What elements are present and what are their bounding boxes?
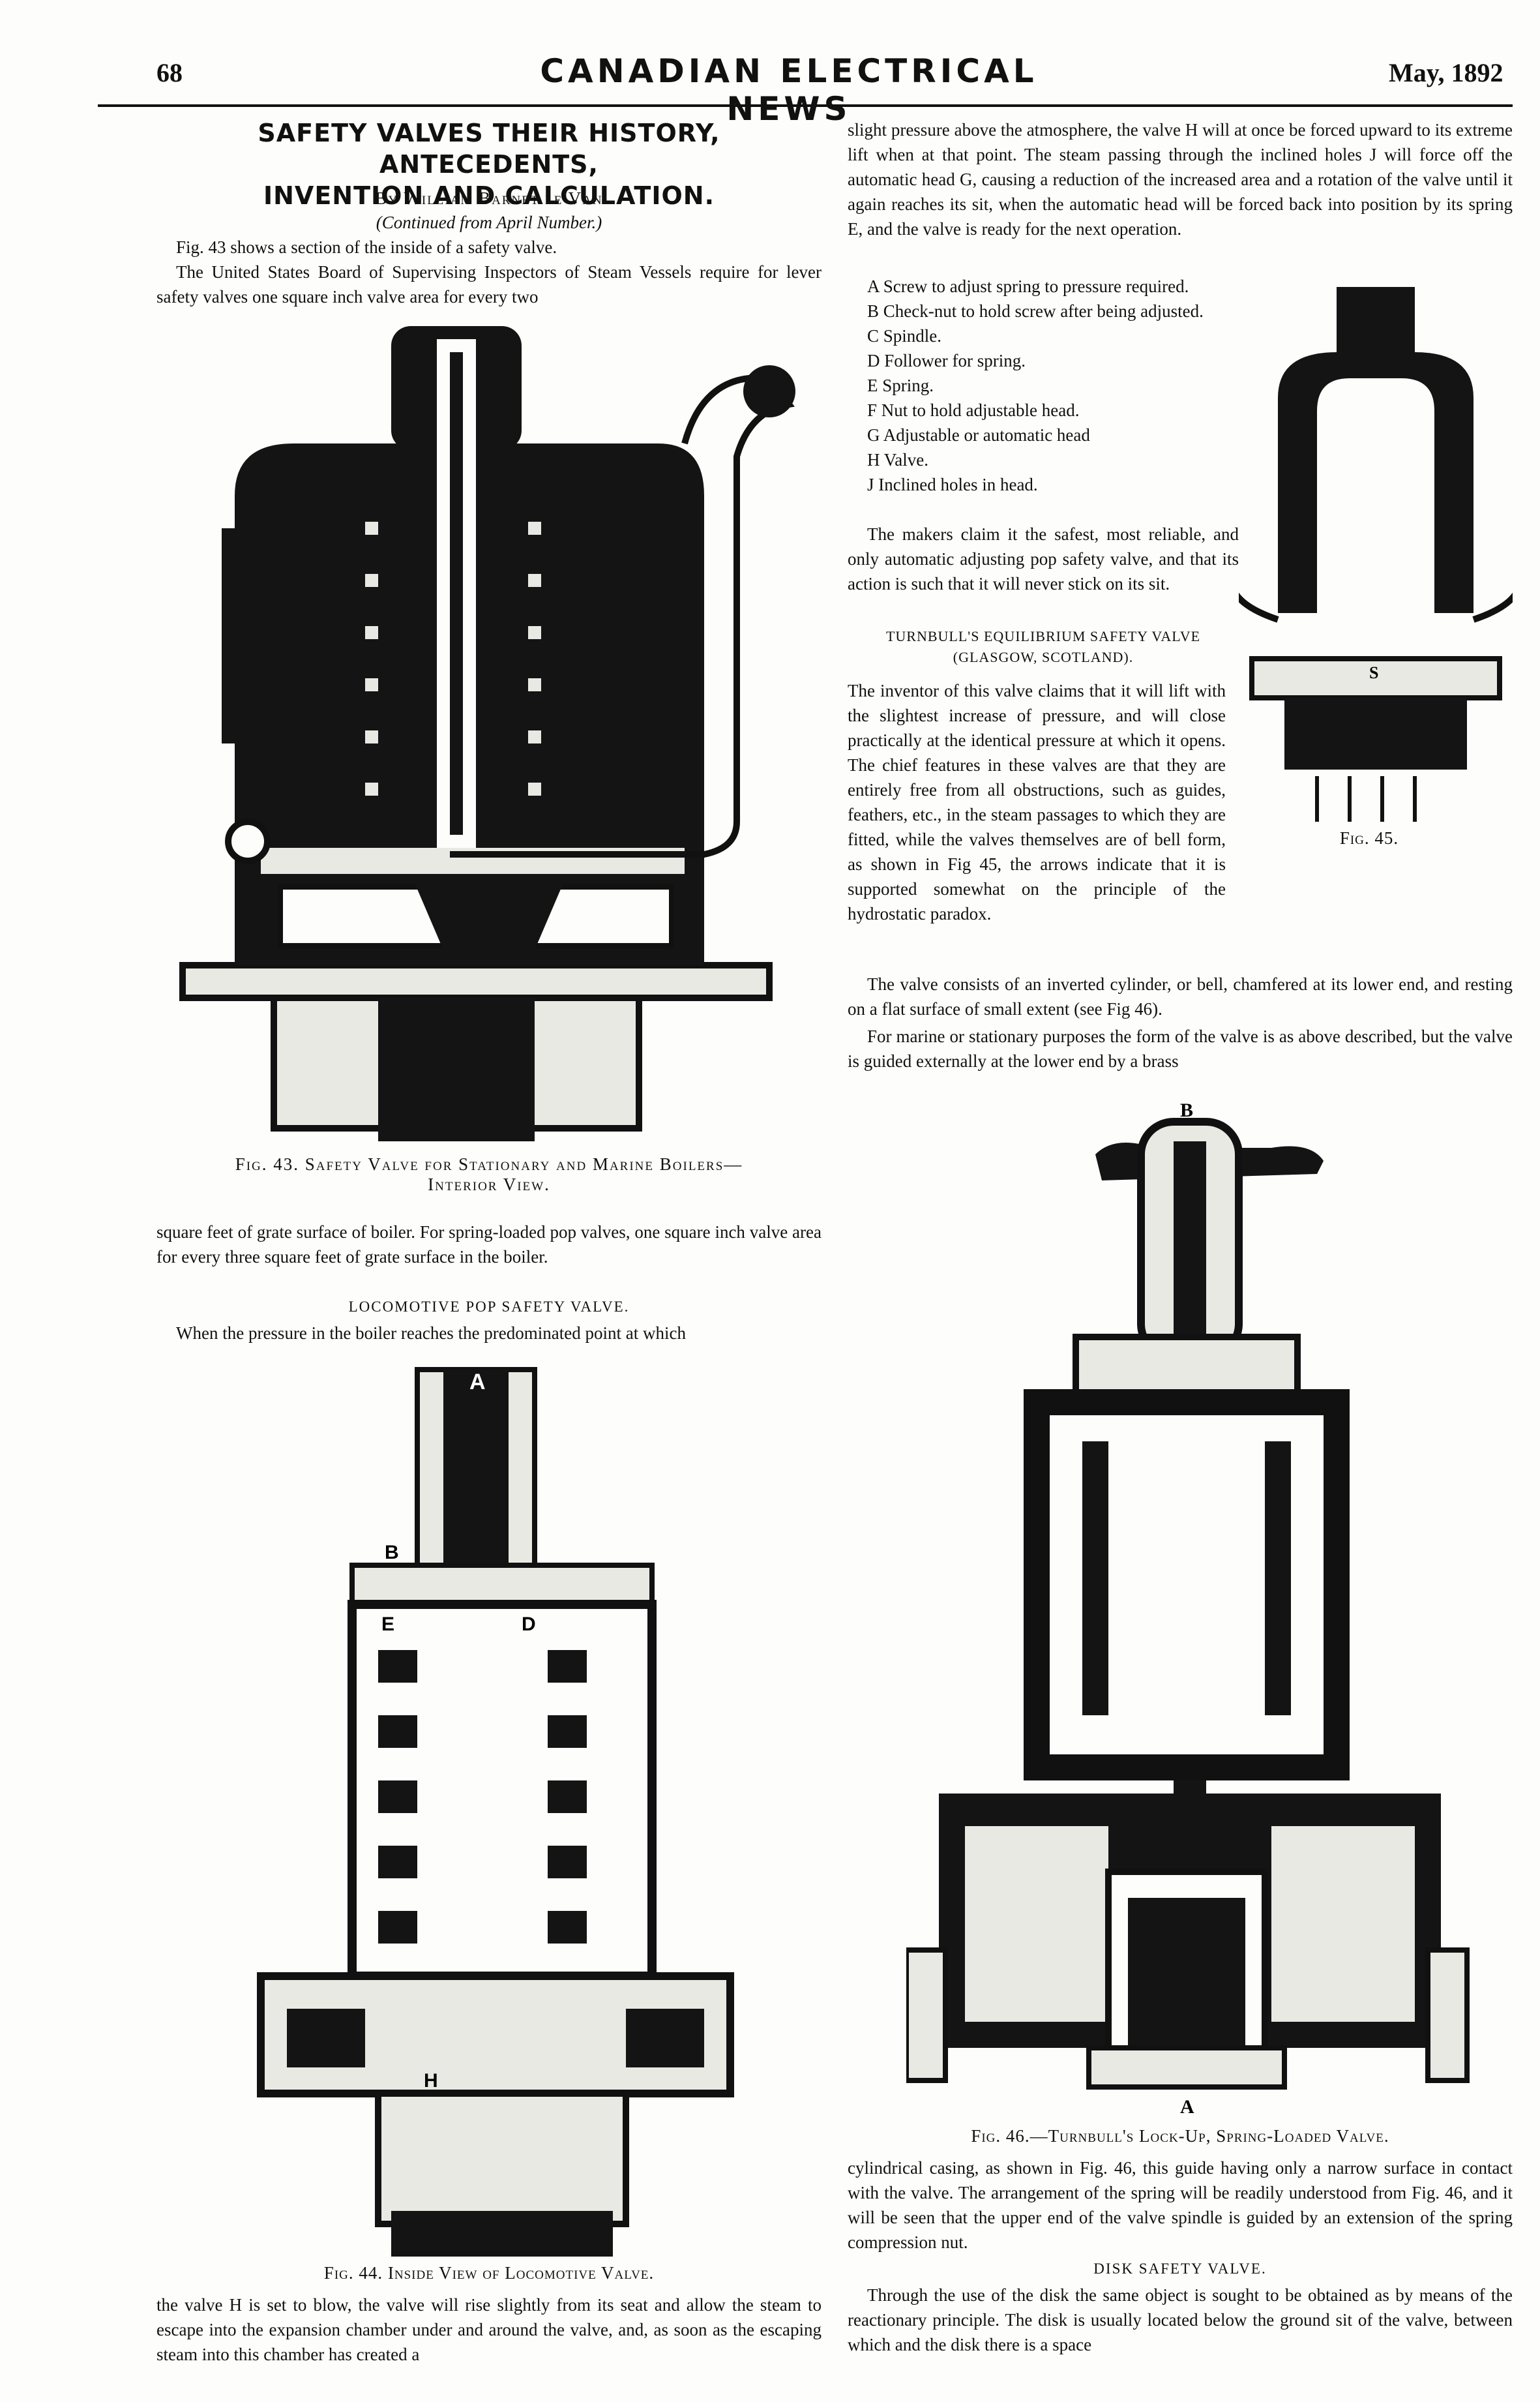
fig43-caption-line1: Fig. 43. Safety Valve for Stationary and… (235, 1154, 743, 1174)
fig46-spring (1082, 1441, 1291, 1715)
legend-item: B Check-nut to hold screw after being ad… (867, 301, 1204, 321)
article-title-line1: SAFETY VALVES THEIR HISTORY, ANTECEDENTS… (258, 119, 720, 179)
fig43-spring (365, 522, 541, 796)
bottom-left-paragraph: the valve H is set to blow, the valve wi… (156, 2295, 822, 2364)
fig44-label-h: H (424, 2070, 438, 2092)
fig44-label-e: E (381, 1614, 394, 1635)
intro-paragraph-1: Fig. 43 shows a section of the inside of… (176, 237, 557, 257)
continued-note: (Continued from April Number.) (376, 213, 602, 232)
fig46-caption: Fig. 46.—Turnbull's Lock-Up, Spring-Load… (971, 2126, 1389, 2146)
fig44-label-a: A (469, 1370, 486, 1394)
legend-item: F Nut to hold adjustable head. (867, 400, 1080, 420)
legend-item: G Adjustable or automatic head (867, 425, 1090, 445)
right-middle-text: The inventor of this valve claims that i… (848, 678, 1513, 926)
fig44-illustration: A B D E H (248, 1363, 756, 2257)
fig44-label-b: B (385, 1542, 399, 1563)
intro-paragraph-2: The United States Board of Supervising I… (156, 262, 822, 307)
right-top-paragraph: slight pressure above the atmosphere, th… (848, 120, 1513, 239)
page-number: 68 (156, 58, 183, 87)
fig44-label-d: D (522, 1614, 536, 1635)
article-title: SAFETY VALVES THEIR HISTORY, ANTECEDENTS… (156, 117, 822, 211)
issue-date: May, 1892 (1389, 58, 1503, 87)
fig44-caption: Fig. 44. Inside View of Locomotive Valve… (323, 2263, 655, 2283)
parts-legend: A Screw to adjust spring to pressure req… (848, 274, 1239, 497)
masthead: CANADIAN ELECTRICAL NEWS (540, 52, 1038, 128)
marine-paragraph: For marine or stationary purposes the fo… (848, 1027, 1513, 1071)
fig46-label-a: A (1180, 2096, 1194, 2118)
grate-paragraph: square feet of grate surface of boiler. … (156, 1222, 822, 1267)
legend-item: E Spring. (867, 376, 934, 395)
legend-item: J Inclined holes in head. (867, 475, 1038, 494)
locomotive-paragraph: When the pressure in the boiler reaches … (176, 1323, 686, 1343)
header-rule (98, 104, 1513, 107)
fig43-caption: Fig. 43. Safety Valve for Stationary and… (156, 1154, 822, 1195)
intro-text: Fig. 43 shows a section of the inside of… (156, 235, 822, 309)
legend-item: C Spindle. (867, 326, 942, 346)
turnbull-heading-line1: TURNBULL'S EQUILIBRIUM SAFETY VALVE (885, 628, 1201, 644)
turnbull-heading: TURNBULL'S EQUILIBRIUM SAFETY VALVE (GLA… (848, 626, 1239, 668)
byline: By William Barnet le Van (375, 188, 603, 208)
cylinder-paragraph: The valve consists of an inverted cylind… (848, 974, 1513, 1019)
article-title-line2: INVENTION AND CALCULATION. (263, 181, 715, 210)
fig45-caption: Fig. 45. (1339, 828, 1399, 848)
makers-paragraph: The makers claim it the safest, most rel… (848, 524, 1239, 593)
legend-item: H Valve. (867, 450, 928, 470)
fig46-illustration: B A (906, 1102, 1493, 2120)
legend-item: D Follower for spring. (867, 351, 1026, 370)
inventor-paragraph: The inventor of this valve claims that i… (848, 681, 1226, 923)
fig45-illustration: S (1239, 280, 1513, 822)
turnbull-heading-line2: (GLASGOW, SCOTLAND). (953, 649, 1134, 665)
legend-item: A Screw to adjust spring to pressure req… (867, 277, 1189, 296)
fig45-label-s: S (1369, 663, 1378, 682)
fig43-caption-line2: Interior View. (428, 1175, 550, 1194)
fig43-illustration (163, 313, 822, 1148)
casing-paragraph: cylindrical casing, as shown in Fig. 46,… (848, 2158, 1513, 2252)
fig46-label-b: B (1180, 1102, 1193, 1121)
locomotive-heading: LOCOMOTIVE POP SAFETY VALVE. (348, 1299, 630, 1315)
fig44-spring (378, 1650, 587, 1944)
disk-paragraph: Through the use of the disk the same obj… (848, 2285, 1513, 2354)
disk-heading: DISK SAFETY VALVE. (1093, 2260, 1267, 2277)
